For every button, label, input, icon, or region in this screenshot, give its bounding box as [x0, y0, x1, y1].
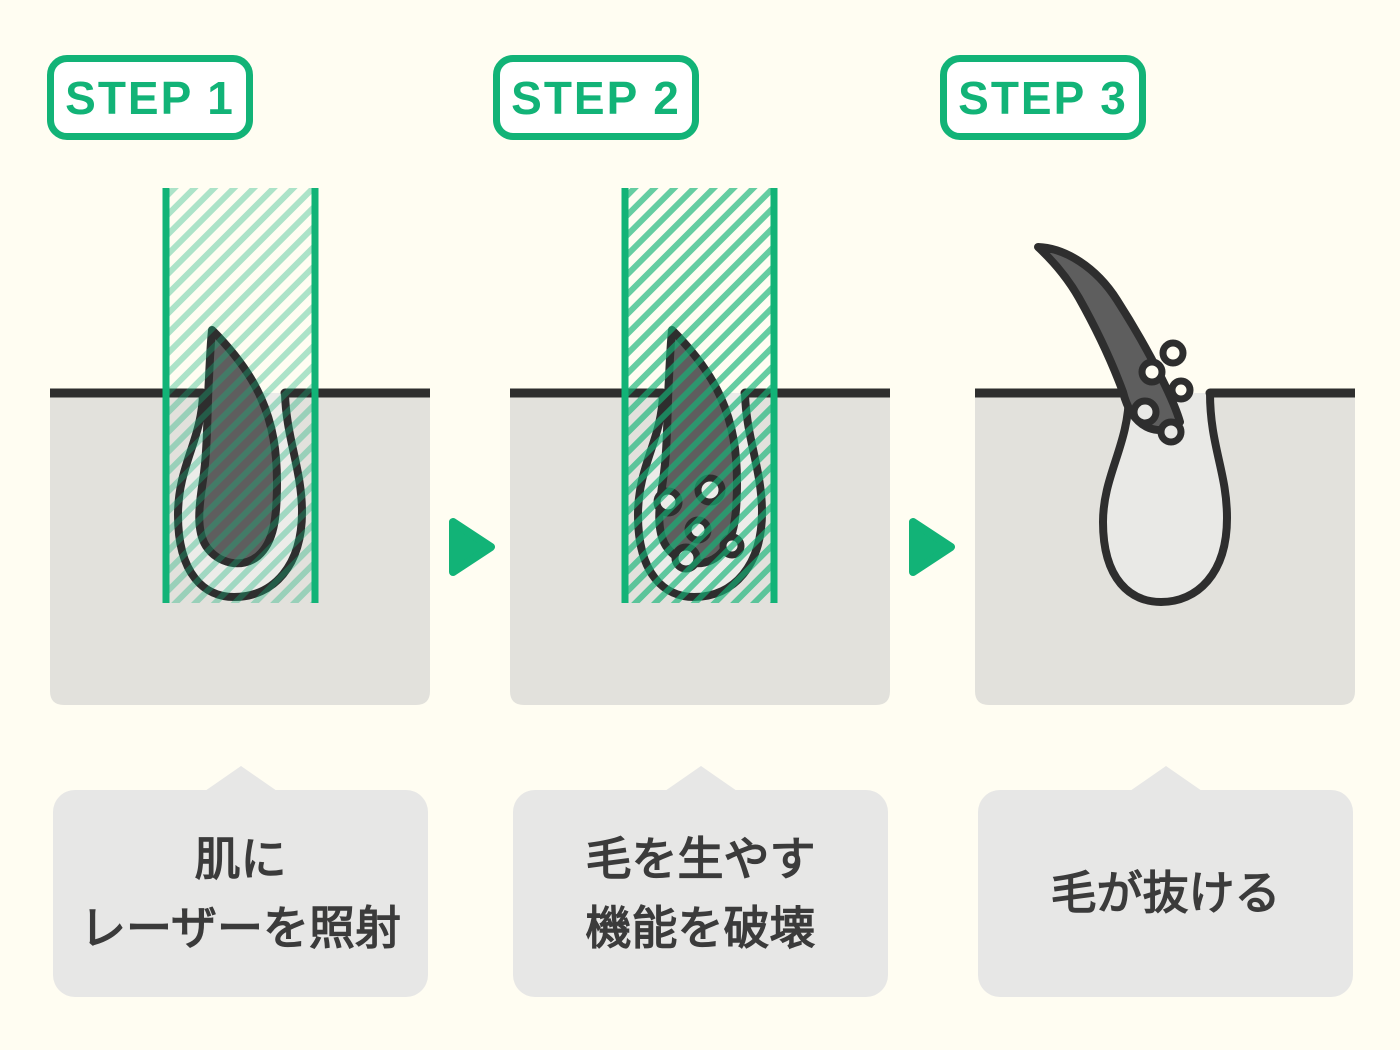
step2-caption-line2: 機能を破壊	[585, 901, 816, 954]
step1-badge: STEP 1	[47, 55, 253, 140]
laser-beam-edges	[162, 188, 319, 603]
step2-badge-label: STEP 2	[511, 71, 681, 124]
step1-badge-label: STEP 1	[65, 71, 235, 124]
step1-caption-line2: レーザーを照射	[79, 901, 402, 954]
hair-falling-out	[1034, 243, 1194, 446]
step3-caption-line1: 毛が抜ける	[1050, 867, 1281, 919]
step2-caption: 毛を生やす 機能を破壊	[513, 766, 888, 997]
step1-caption-line1: 肌に	[194, 832, 287, 885]
step2-illustration	[510, 188, 890, 705]
laser-beam-hatch	[622, 188, 777, 603]
step1-caption: 肌に レーザーを照射	[53, 766, 428, 997]
step2-caption-line1: 毛を生やす	[585, 832, 816, 885]
step1-illustration	[50, 188, 430, 705]
step3-caption: 毛が抜ける	[978, 766, 1353, 997]
step3-illustration	[975, 243, 1355, 705]
arrow-1-icon	[449, 518, 495, 576]
step3-badge-label: STEP 3	[958, 71, 1128, 124]
empty-follicle-pocket	[1098, 392, 1232, 607]
arrow-2-icon	[909, 518, 955, 576]
laser-beam-hatch	[163, 188, 318, 603]
laser-beam-edges	[621, 188, 778, 603]
step3-badge: STEP 3	[940, 55, 1146, 140]
step2-badge: STEP 2	[493, 55, 699, 140]
